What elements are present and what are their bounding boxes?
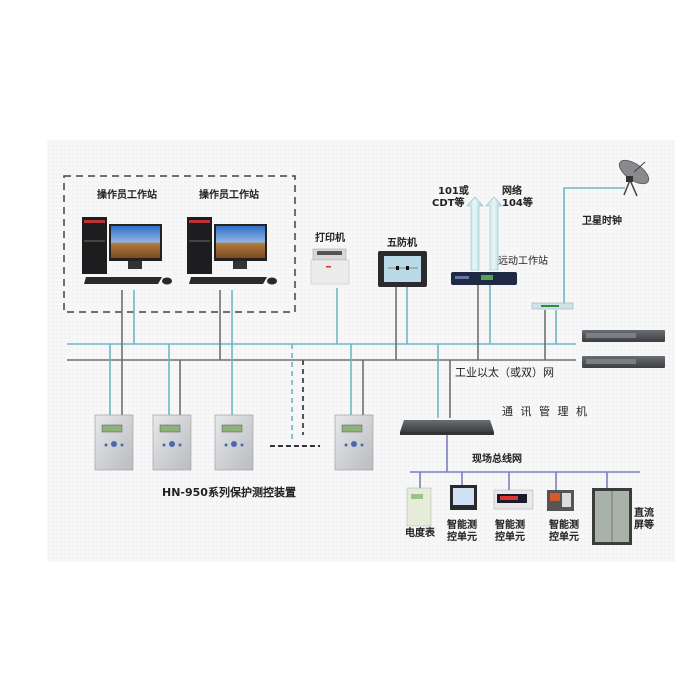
uplink-arrow-104 [485,196,503,271]
field-device-smart-unit-2[interactable] [493,489,534,510]
printer[interactable] [310,248,350,285]
field-device-smart-unit-1[interactable] [450,485,477,510]
uplink-104-label-line1: 网络 [502,186,522,197]
fieldbus-label: 现场总线网 [472,454,522,465]
diagram-canvas [47,140,675,562]
uplink-101-label-line2: CDT等 [432,198,465,209]
satellite-link-line [563,187,625,305]
operator-group-box [63,175,296,313]
uplink-arrow-101-cdt [466,196,484,271]
field-device-3-label-line2: 控单元 [495,532,525,543]
field-device-1-label: 电度表 [405,528,435,539]
uplink-101-label-line1: 101或 [438,186,469,197]
satellite-dish-icon [618,159,650,197]
operator-workstation-2[interactable] [187,217,277,285]
comm-manager-device[interactable] [400,420,494,435]
workstation-2-label: 操作员工作站 [199,190,259,201]
field-device-4-label-line1: 智能测 [549,520,579,531]
remote-station-label: 远动工作站 [498,256,548,267]
protection-devices-label: HN-950系列保护测控装置 [162,486,296,499]
protection-device-3[interactable] [214,414,254,471]
field-device-4-label-line2: 控单元 [549,532,579,543]
field-device-2-label-line2: 控单元 [447,532,477,543]
remote-workstation-device[interactable] [451,272,517,285]
field-device-5-label-line1: 直流 [634,508,654,519]
protection-device-4[interactable] [334,414,374,471]
printer-label: 打印机 [315,233,345,244]
satellite-clock-label: 卫星时钟 [582,216,622,227]
fieldbus-drops [419,472,608,490]
five-prevention-label: 五防机 [387,238,417,249]
protection-drops [109,344,364,447]
field-device-3-label-line1: 智能测 [495,520,525,531]
time-sync-hub[interactable] [531,302,574,310]
ethernet-label: 工业以太（或双）网 [455,366,554,379]
operator-workstation-1[interactable] [82,217,172,285]
upper-device-drops [336,285,557,360]
workstation-drops [121,290,233,420]
field-device-smart-unit-3[interactable] [547,490,574,511]
field-device-energy-meter[interactable] [406,487,432,527]
workstation-1-label: 操作员工作站 [97,190,157,201]
field-device-5-label-line2: 屏等 [634,520,654,531]
protection-device-1[interactable] [94,414,134,471]
protection-device-2[interactable] [152,414,192,471]
uplink-104-label-line2: 104等 [502,198,533,209]
ethernet-switch-1[interactable] [582,330,665,342]
field-device-2-label-line1: 智能测 [447,520,477,531]
comm-manager-label: 通 讯 管 理 机 [502,405,589,418]
five-prevention-terminal[interactable] [378,251,427,287]
ethernet-switch-2[interactable] [582,356,665,368]
field-device-dc-panel[interactable] [592,488,632,545]
